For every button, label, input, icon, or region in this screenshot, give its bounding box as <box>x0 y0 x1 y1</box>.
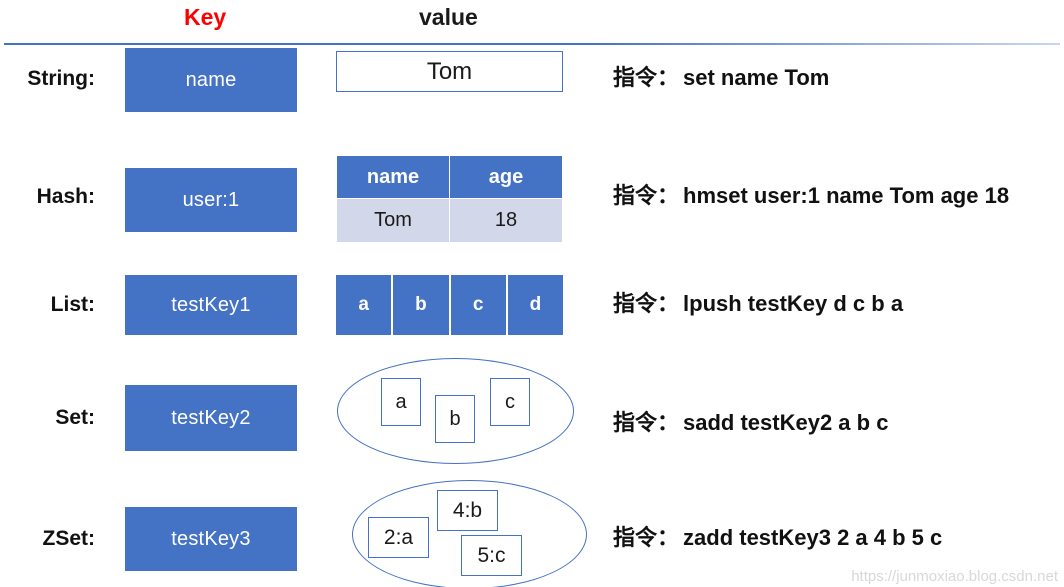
watermark-text: https://junmoxiao.blog.csdn.net <box>851 568 1058 585</box>
list-cell-2: c <box>450 275 508 335</box>
column-header-value: value <box>419 4 478 30</box>
list-cell-3: d <box>507 275 563 335</box>
value-box-string: Tom <box>336 51 563 92</box>
key-box-zset: testKey3 <box>125 507 297 571</box>
list-cell-1: b <box>393 275 451 335</box>
set-ellipse-outline <box>337 358 574 464</box>
row-label-list: List: <box>50 293 95 316</box>
row-label-hash: Hash: <box>36 185 95 208</box>
command-prefix-zset: 指令： <box>613 525 680 550</box>
table-cell-name-value: Tom <box>336 198 450 243</box>
zset-member-2a: 2:a <box>368 517 429 558</box>
list-cell-0: a <box>336 275 394 335</box>
command-list: 指令：lpush testKey d c b a <box>613 293 903 315</box>
value-cells-list: a b c d <box>336 275 563 335</box>
command-text-string: set name Tom <box>683 65 830 90</box>
table-column-header-name: name <box>336 155 450 199</box>
command-prefix-hash: 指令： <box>613 183 680 208</box>
command-set: 指令：sadd testKey2 a b c <box>613 412 888 434</box>
command-text-set: sadd testKey2 a b c <box>683 410 889 435</box>
zset-member-4b: 4:b <box>437 490 498 531</box>
command-zset: 指令：zadd testKey3 2 a 4 b 5 c <box>613 527 942 549</box>
command-prefix-string: 指令： <box>613 65 680 90</box>
set-member-a: a <box>381 378 421 426</box>
key-box-string: name <box>125 48 297 112</box>
row-label-set: Set: <box>55 406 95 429</box>
command-hash: 指令：hmset user:1 name Tom age 18 <box>613 185 1009 207</box>
key-box-set: testKey2 <box>125 385 297 451</box>
command-text-zset: zadd testKey3 2 a 4 b 5 c <box>683 525 943 550</box>
table-row: Tom 18 <box>336 198 563 243</box>
key-box-list: testKey1 <box>125 275 297 335</box>
command-prefix-set: 指令： <box>613 410 680 435</box>
table-cell-age-value: 18 <box>449 198 563 243</box>
header-divider <box>4 43 1060 45</box>
value-table-hash: name age Tom 18 <box>336 155 563 243</box>
set-member-b: b <box>435 395 475 443</box>
zset-member-5c: 5:c <box>461 535 522 576</box>
command-string: 指令：set name Tom <box>613 67 829 89</box>
table-column-header-age: age <box>449 155 563 199</box>
command-prefix-list: 指令： <box>613 291 680 316</box>
column-header-key: Key <box>184 4 227 30</box>
command-text-list: lpush testKey d c b a <box>683 291 904 316</box>
zset-ellipse-outline <box>352 480 587 587</box>
row-label-zset: ZSet: <box>42 527 96 550</box>
table-header-row: name age <box>336 155 563 199</box>
row-label-string: String: <box>27 67 95 90</box>
set-member-c: c <box>490 378 530 426</box>
command-text-hash: hmset user:1 name Tom age 18 <box>683 183 1010 208</box>
key-box-hash: user:1 <box>125 168 297 232</box>
